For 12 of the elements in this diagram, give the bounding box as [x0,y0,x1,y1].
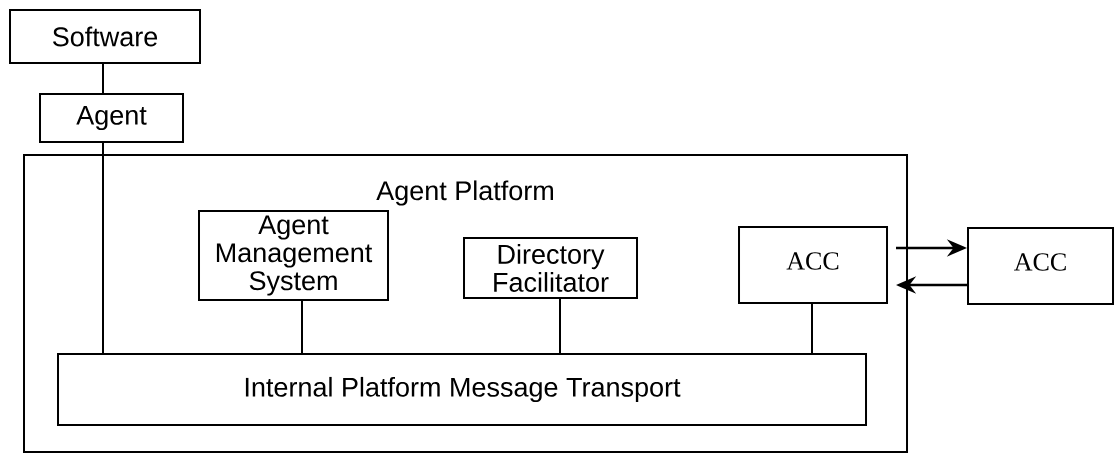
software-box: Software [9,9,201,64]
connector-line [559,298,561,354]
connector-line [301,300,303,354]
acc-box: ACC [738,226,888,304]
connector-line [102,142,104,354]
process-box: Directory Facilitator [463,237,638,299]
connector-line [102,63,104,94]
transport-bar: Internal Platform Message Transport [57,353,867,426]
process-box: Agent Management System [198,210,389,301]
acc-box: ACC [967,227,1114,305]
connector-line [811,303,813,354]
agent-box: Agent [39,93,184,143]
